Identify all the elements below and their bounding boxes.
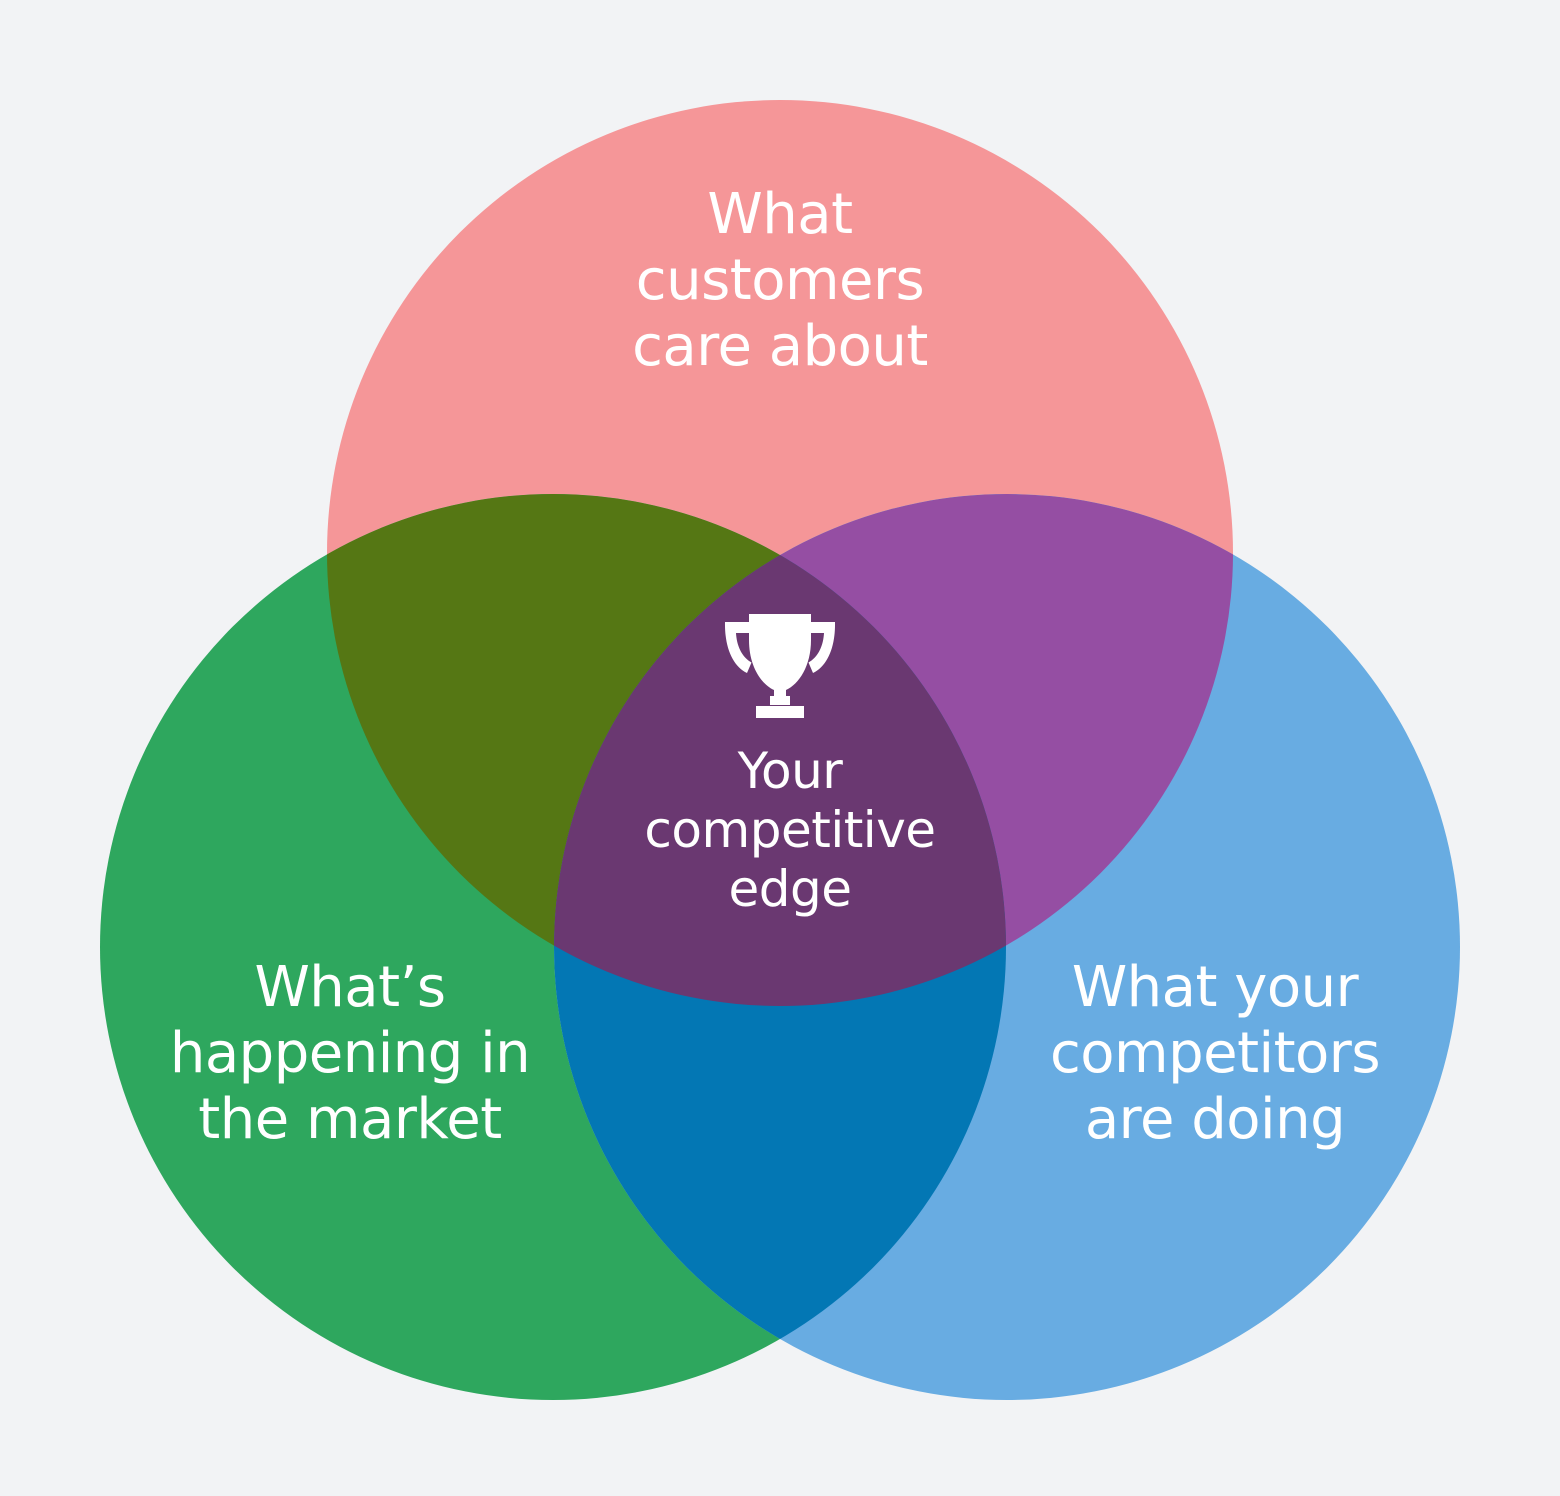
overlap-center[interactable] [554,494,1460,1400]
